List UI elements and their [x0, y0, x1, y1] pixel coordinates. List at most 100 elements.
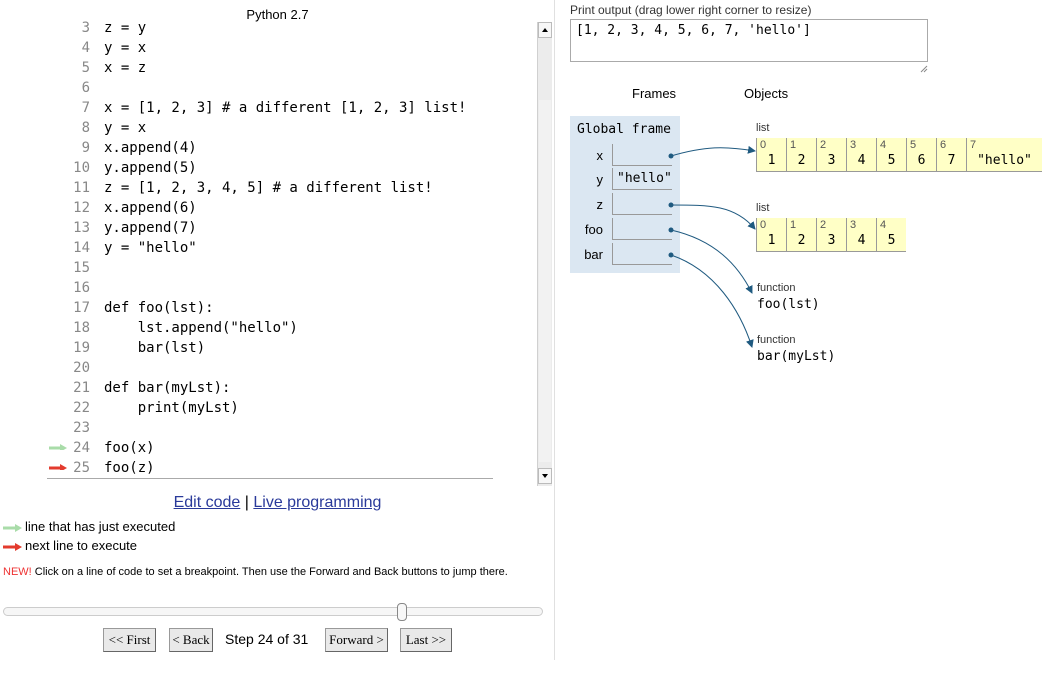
scroll-down-button[interactable]: [538, 468, 552, 484]
scroll-thumb[interactable]: [539, 100, 551, 462]
line-number[interactable]: 25: [73, 460, 90, 476]
code-text[interactable]: y = x: [104, 40, 147, 56]
edit-code-link[interactable]: Edit code: [173, 494, 241, 511]
code-line[interactable]: 23: [0, 418, 536, 438]
list-index: 6: [940, 139, 947, 151]
list-index: 0: [760, 219, 767, 231]
list-index: 0: [760, 139, 767, 151]
code-text[interactable]: z = y: [104, 20, 147, 36]
code-line[interactable]: 18 lst.append("hello"): [0, 318, 536, 338]
code-line[interactable]: 17 def foo(lst):: [0, 298, 536, 318]
live-programming-link[interactable]: Live programming: [253, 494, 382, 511]
line-number[interactable]: 4: [81, 40, 90, 56]
code-line[interactable]: 13 y.append(7): [0, 218, 536, 238]
line-number[interactable]: 11: [73, 180, 90, 196]
code-text[interactable]: x = [1, 2, 3] # a different [1, 2, 3] li…: [104, 100, 467, 116]
code-line[interactable]: 8 y = x: [0, 118, 536, 138]
step-slider[interactable]: [3, 607, 543, 616]
code-end-divider: [47, 478, 493, 479]
line-number[interactable]: 18: [73, 320, 90, 336]
scroll-down-icon: [542, 474, 548, 478]
line-number[interactable]: 14: [73, 240, 90, 256]
var-name-z: z: [596, 197, 604, 212]
code-line[interactable]: 11 z = [1, 2, 3, 4, 5] # a different list…: [0, 178, 536, 198]
code-line[interactable]: 22 print(myLst): [0, 398, 536, 418]
code-text[interactable]: y = x: [104, 120, 147, 136]
list-index: 7: [970, 139, 977, 151]
code-line[interactable]: 20: [0, 358, 536, 378]
code-text[interactable]: def foo(lst):: [104, 300, 214, 316]
forward-button[interactable]: Forward >: [325, 628, 388, 652]
code-line[interactable]: 14 y = "hello": [0, 238, 536, 258]
func-foo-label: function: [757, 282, 796, 294]
code-text[interactable]: z = [1, 2, 3, 4, 5] # a different list!: [104, 180, 433, 196]
legend-just-executed-label: line that has just executed: [25, 519, 176, 534]
code-text[interactable]: x.append(6): [104, 200, 197, 216]
line-number[interactable]: 10: [73, 160, 90, 176]
code-text[interactable]: y.append(5): [104, 160, 197, 176]
print-output-label: Print output (drag lower right corner to…: [570, 3, 812, 17]
list-index: 2: [820, 219, 827, 231]
code-line[interactable]: 25 foo(z): [0, 458, 536, 478]
code-text[interactable]: foo(x): [104, 440, 155, 456]
code-scrollbar[interactable]: [537, 22, 552, 486]
code-text[interactable]: y = "hello": [104, 240, 197, 256]
print-output-box[interactable]: [1, 2, 3, 4, 5, 6, 7, 'hello']: [570, 19, 928, 62]
code-line[interactable]: 9 x.append(4): [0, 138, 536, 158]
line-number[interactable]: 24: [73, 440, 90, 456]
code-line[interactable]: 16: [0, 278, 536, 298]
step-slider-handle[interactable]: [397, 603, 407, 621]
line-number[interactable]: 23: [73, 420, 90, 436]
code-line[interactable]: 19 bar(lst): [0, 338, 536, 358]
code-text[interactable]: x.append(4): [104, 140, 197, 156]
resize-grip-icon[interactable]: [920, 65, 928, 73]
line-number[interactable]: 5: [81, 60, 90, 76]
line-number[interactable]: 22: [73, 400, 90, 416]
line-number[interactable]: 19: [73, 340, 90, 356]
line-number[interactable]: 3: [81, 20, 90, 36]
code-text[interactable]: foo(z): [104, 460, 155, 476]
line-number[interactable]: 20: [73, 360, 90, 376]
next-line-arrow-icon: [49, 464, 67, 470]
code-listing[interactable]: 3 z = y 4 y = x 5 x = z 6 7 x = [1, 2, 3] # a di…: [0, 19, 536, 479]
line-number[interactable]: 21: [73, 380, 90, 396]
code-line[interactable]: 6: [0, 78, 536, 98]
code-line[interactable]: 15: [0, 258, 536, 278]
list-index: 4: [880, 139, 887, 151]
code-text[interactable]: print(myLst): [104, 400, 239, 416]
code-line[interactable]: 7 x = [1, 2, 3] # a different [1, 2, 3] l…: [0, 98, 536, 118]
first-button[interactable]: << First: [103, 628, 156, 652]
code-line[interactable]: 4 y = x: [0, 38, 536, 58]
line-number[interactable]: 15: [73, 260, 90, 276]
line-number[interactable]: 12: [73, 200, 90, 216]
legend-next-line: next line to execute: [3, 538, 137, 554]
last-button[interactable]: Last >>: [400, 628, 452, 652]
code-line[interactable]: 5 x = z: [0, 58, 536, 78]
code-text[interactable]: lst.append("hello"): [104, 320, 298, 336]
line-number[interactable]: 16: [73, 280, 90, 296]
scroll-up-button[interactable]: [538, 22, 552, 38]
line-number[interactable]: 17: [73, 300, 90, 316]
code-line[interactable]: 3 z = y: [0, 19, 536, 38]
line-number[interactable]: 13: [73, 220, 90, 236]
line-number[interactable]: 7: [81, 100, 90, 116]
list1-label: list: [756, 122, 770, 134]
code-text[interactable]: x = z: [104, 60, 147, 76]
code-line[interactable]: 21 def bar(myLst):: [0, 378, 536, 398]
new-badge: NEW!: [3, 566, 32, 578]
code-text[interactable]: bar(lst): [104, 340, 206, 356]
line-number[interactable]: 8: [81, 120, 90, 136]
back-button[interactable]: < Back: [169, 628, 213, 652]
code-text[interactable]: def bar(myLst):: [104, 380, 231, 396]
code-text[interactable]: y.append(7): [104, 220, 197, 236]
code-line[interactable]: 24 foo(x): [0, 438, 536, 458]
line-number[interactable]: 6: [81, 80, 90, 96]
line-number[interactable]: 9: [81, 140, 90, 156]
list-index: 1: [790, 219, 797, 231]
code-line[interactable]: 12 x.append(6): [0, 198, 536, 218]
code-line[interactable]: 10 y.append(5): [0, 158, 536, 178]
executed-line-arrow-icon: [49, 444, 67, 450]
